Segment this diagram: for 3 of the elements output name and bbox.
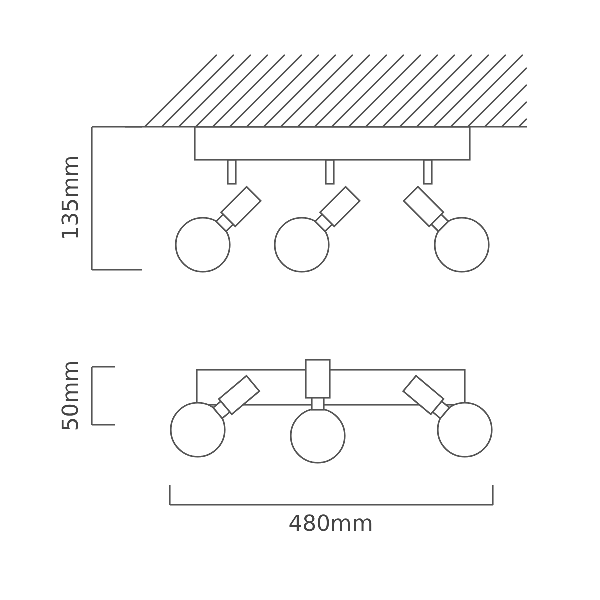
dimension-label: 135mm <box>61 156 83 240</box>
dimension-label: 50mm <box>61 360 83 432</box>
dimension-label: 480mm <box>288 514 374 536</box>
